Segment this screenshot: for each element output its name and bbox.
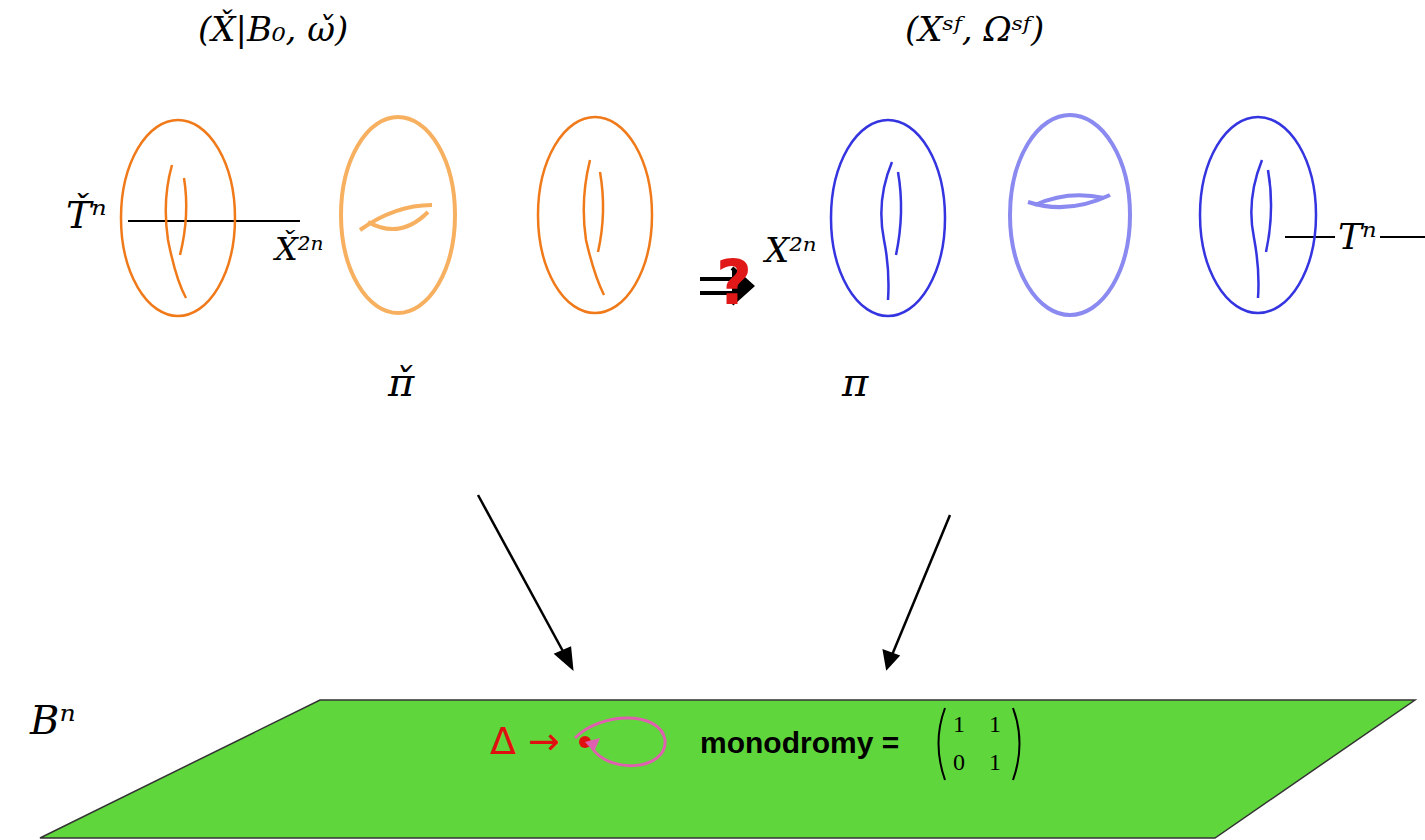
matrix-bracket [939, 708, 946, 780]
monodromy-label: monodromy = [700, 728, 899, 758]
blue-tori [831, 117, 1316, 316]
fibre-label: Tⁿ [1335, 218, 1380, 256]
fibration-title: (X̌|B₀, ω̌) [198, 12, 348, 46]
matrix-entry: 1 [989, 750, 1001, 774]
matrix-entry: 1 [989, 712, 1001, 736]
projection-arrows [478, 495, 950, 668]
projection-label: π [842, 362, 868, 402]
loop-arrowhead [585, 738, 600, 752]
fibre-label: Ťⁿ [66, 196, 107, 234]
orange-tori [121, 117, 652, 316]
question-mark: ? [716, 252, 752, 314]
space-label: X̌²ⁿ [272, 232, 327, 266]
base-plane [40, 700, 1415, 838]
fibre-line [128, 220, 300, 222]
monodromy-loop [575, 718, 665, 766]
matrix-entry: 1 [953, 712, 965, 736]
space-label: X²ⁿ [762, 232, 820, 268]
light-orange-torus [341, 117, 455, 313]
projection-label: π̌ [388, 362, 414, 402]
light-blue-torus [1010, 115, 1130, 315]
discriminant-label: Δ → [490, 722, 560, 760]
base-label: Bⁿ [30, 700, 76, 740]
fibration-title: (Xˢᶠ, Ωˢᶠ) [905, 12, 1044, 46]
matrix-bracket [1013, 708, 1020, 780]
matrix-entry: 0 [953, 750, 965, 774]
